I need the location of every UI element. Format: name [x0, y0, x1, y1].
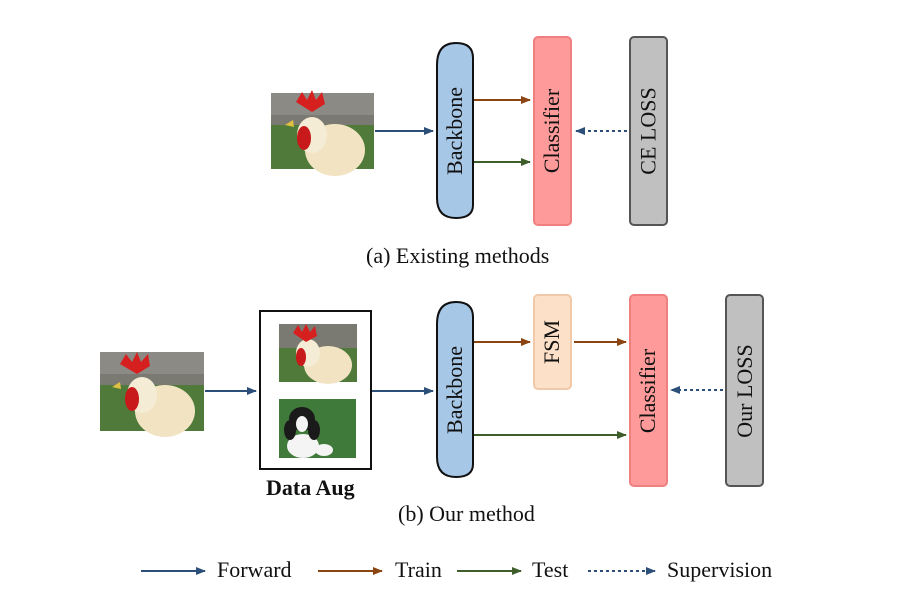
our-loss-label: Our LOSS — [731, 343, 757, 438]
backbone-block-b — [436, 300, 474, 479]
backbone-label-b-wrap: Backbone — [437, 302, 473, 477]
classifier-block-b: Classifier — [629, 294, 668, 487]
rooster-image-a — [271, 90, 374, 176]
classifier-block-a: Classifier — [533, 36, 572, 226]
legend-supervision-label: Supervision — [667, 557, 773, 582]
legend-train-label: Train — [395, 557, 442, 582]
caption-b: (b) Our method — [398, 501, 535, 526]
backbone-block-a — [436, 41, 474, 220]
classifier-label-a: Classifier — [539, 88, 565, 174]
ce-loss-block: CE LOSS — [629, 36, 668, 226]
legend-test-label: Test — [532, 557, 569, 582]
fsm-label: FSM — [539, 319, 565, 365]
ce-loss-label: CE LOSS — [635, 87, 661, 175]
our-loss-block: Our LOSS — [725, 294, 764, 487]
backbone-label-a: Backbone — [442, 86, 467, 175]
fsm-block: FSM — [533, 294, 572, 390]
backbone-label-a-wrap: Backbone — [437, 43, 473, 218]
data-aug-label: Data Aug — [266, 475, 355, 500]
rooster-image-b — [100, 352, 204, 437]
augmented-dog-image — [279, 399, 356, 458]
legend-forward-label: Forward — [217, 557, 292, 582]
classifier-label-b: Classifier — [635, 348, 661, 433]
caption-a: (a) Existing methods — [366, 243, 550, 268]
backbone-label-b: Backbone — [442, 345, 467, 434]
augmented-rooster-image — [279, 324, 357, 384]
